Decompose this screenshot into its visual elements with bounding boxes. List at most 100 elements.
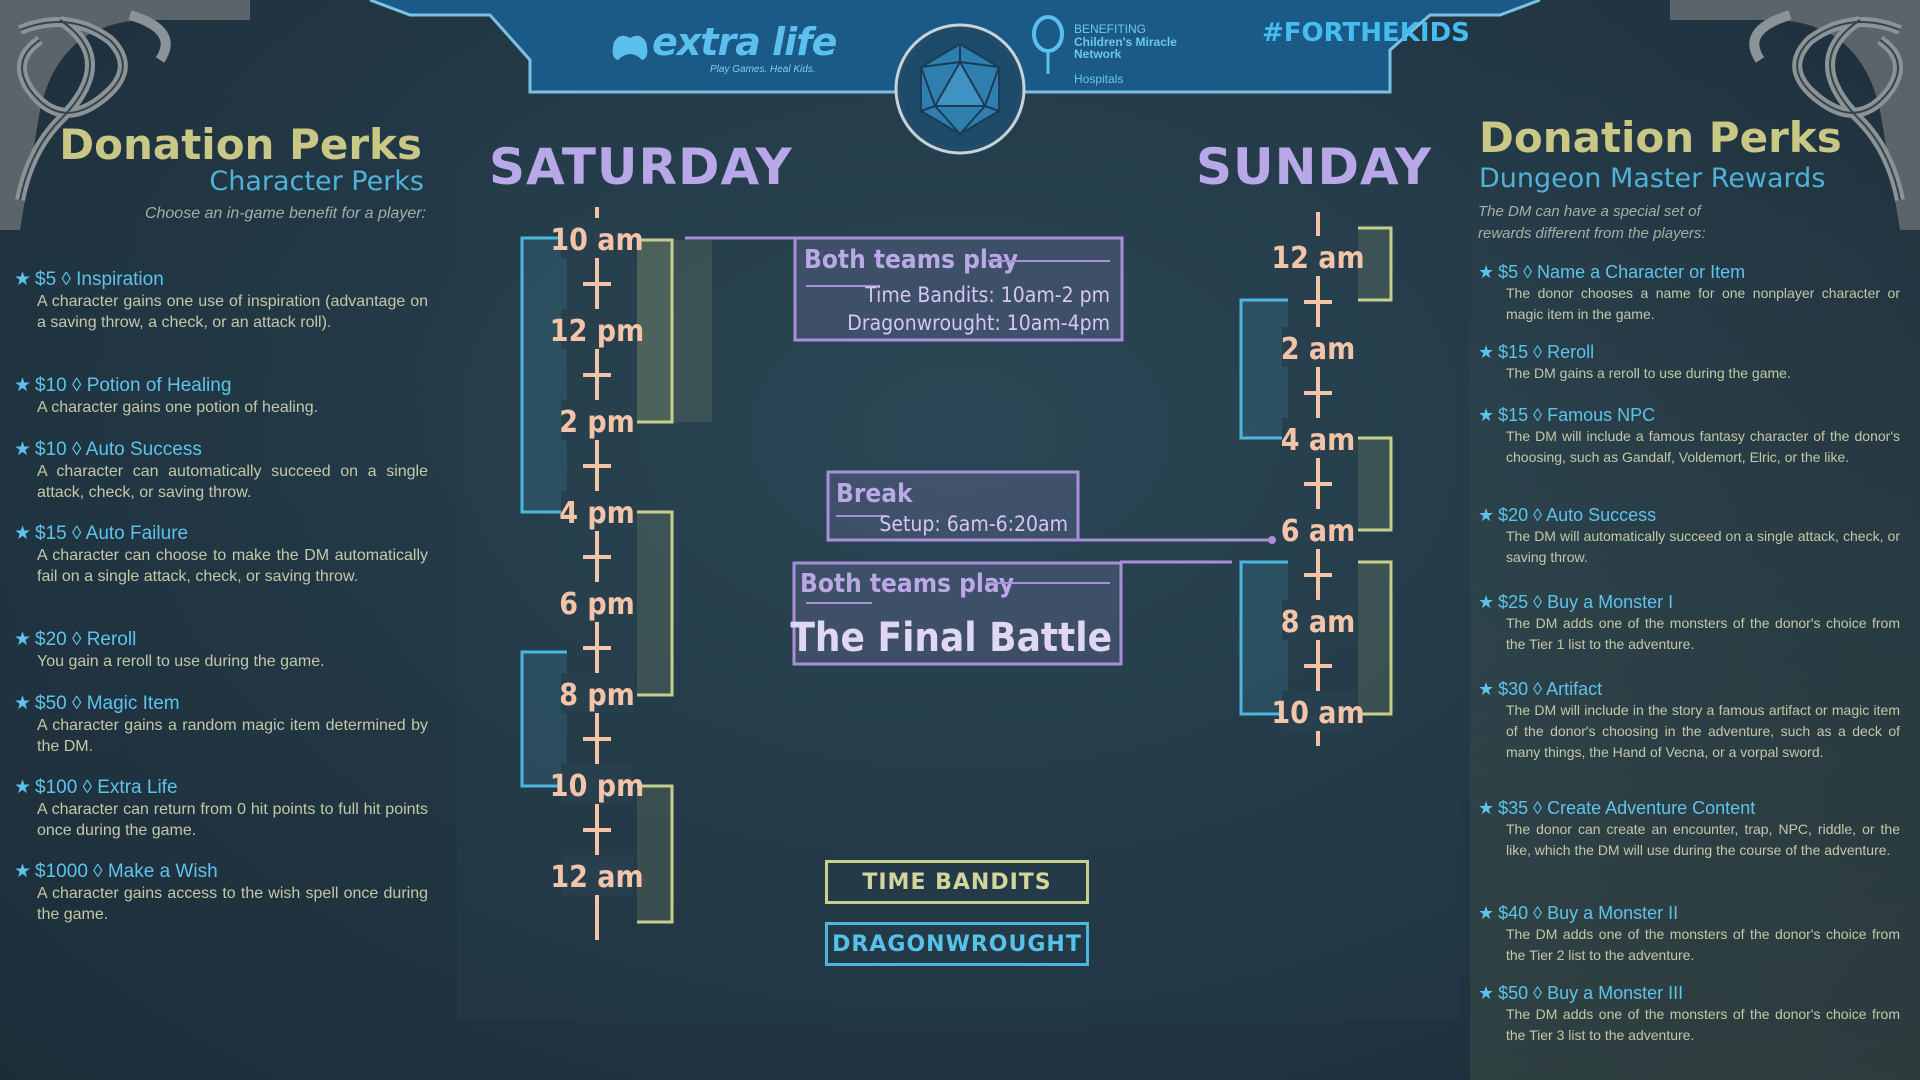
d20-icon: [894, 23, 1026, 155]
perk-title: $30 ◊ Artifact: [1498, 679, 1603, 699]
perk-title: $15 ◊ Auto Failure: [35, 523, 189, 544]
time-label-bg: [1282, 600, 1354, 640]
sunday-title: SUNDAY: [1196, 138, 1433, 196]
saturday-time-label: 6 pm: [559, 587, 635, 622]
perk-title: $5 ◊ Name a Character or Item: [1498, 262, 1746, 282]
right-panel: [1470, 60, 1920, 1080]
logo-tagline: Play Games. Heal Kids.: [710, 64, 816, 75]
star-icon: ★: [1478, 679, 1495, 699]
benefit-label: BENEFITING: [1074, 22, 1147, 36]
time-label-bg: [561, 400, 633, 440]
sunday-time-bandits-bracket: [1358, 226, 1393, 302]
star-icon: ★: [14, 269, 32, 290]
right-panel-intro: The DM can have a special set of rewards…: [1478, 203, 1706, 242]
saturday-title: SATURDAY: [489, 138, 793, 196]
hashtag: #FORTHEKIDS: [1262, 18, 1470, 48]
time-label-bg: [1282, 418, 1354, 458]
perk-heading: ★$15 ◊ Famous NPC: [1478, 405, 1900, 426]
sunday-dragonwrought-bracket: [1239, 298, 1288, 440]
box1-line2: Dragonwrought: 10am-4pm: [847, 311, 1110, 335]
perk-description: A character gains a random magic item de…: [37, 717, 428, 755]
perk-title: $50 ◊ Buy a Monster III: [1498, 983, 1684, 1003]
box3-title: Both teams play: [800, 569, 1014, 599]
time-label-bg: [561, 764, 633, 804]
dragonwrought-bracket: [520, 236, 567, 514]
left-panel-intro: Choose an in-game benefit for a player:: [144, 205, 426, 222]
star-icon: ★: [1478, 903, 1495, 923]
star-icon: ★: [1478, 342, 1495, 362]
star-icon: ★: [14, 777, 32, 798]
perk-heading: ★$30 ◊ Artifact: [1478, 679, 1900, 700]
cmn-benefit: BENEFITING Children's Miracle Network Ho…: [1030, 14, 1210, 86]
star-icon: ★: [1478, 262, 1495, 282]
perk-title: $10 ◊ Auto Success: [35, 439, 202, 460]
sunday-time-label: 4 am: [1281, 423, 1356, 458]
perk-heading: ★$100 ◊ Extra Life: [14, 776, 428, 799]
time-label-bg: [1282, 327, 1354, 367]
sunday-time-label: 10 am: [1271, 696, 1364, 731]
extra-life-logo: extra life Play Games. Heal Kids.: [610, 18, 890, 78]
balloon-icon: [1032, 15, 1064, 74]
star-icon: ★: [14, 375, 32, 396]
perk-description: The DM adds one of the monsters of the d…: [1506, 1006, 1900, 1043]
star-icon: ★: [1478, 592, 1495, 612]
perk-description: A character can automatically succeed on…: [37, 463, 428, 501]
perk-description: The DM adds one of the monsters of the d…: [1506, 615, 1900, 652]
time-label-bg: [1282, 691, 1354, 731]
box1-title: Both teams play: [804, 245, 1018, 275]
perk-description: A character gains one use of inspiration…: [37, 293, 428, 331]
time-bandits-fill: [637, 240, 712, 422]
sunday-time-bandits-bracket-3: [1358, 560, 1393, 716]
perk-description: A character gains access to the wish spe…: [37, 885, 428, 923]
celtic-knot-right: [1670, 0, 1920, 230]
perk-heading: ★$10 ◊ Auto Success: [14, 438, 428, 461]
benefit-hospitals: Hospitals: [1074, 72, 1124, 86]
perk-heading: ★$40 ◊ Buy a Monster II: [1478, 903, 1900, 924]
box1-line1: Time Bandits: 10am-2 pm: [864, 283, 1110, 307]
perk-description: The DM gains a reroll to use during the …: [1506, 365, 1791, 381]
perk-description: The DM will include a famous fantasy cha…: [1506, 428, 1900, 465]
time-bandits-bracket-2: [637, 510, 674, 697]
celtic-knot-left: [0, 0, 250, 230]
time-label-bg: [561, 673, 633, 713]
perk-description: A character can return from 0 hit points…: [37, 801, 428, 839]
perk-description: The DM adds one of the monsters of the d…: [1506, 926, 1900, 963]
star-icon: ★: [14, 861, 32, 882]
perk-title: $25 ◊ Buy a Monster I: [1498, 592, 1674, 612]
star-icon: ★: [14, 629, 32, 650]
star-icon: ★: [1478, 405, 1495, 425]
perk-title: $100 ◊ Extra Life: [35, 777, 178, 798]
time-label-bg: [561, 491, 633, 531]
sunday-time-label: 12 am: [1271, 241, 1364, 276]
perk-title: $20 ◊ Reroll: [35, 629, 137, 650]
perk-description: The DM will include in the story a famou…: [1506, 702, 1900, 760]
right-panel-subtitle: Dungeon Master Rewards: [1479, 163, 1826, 194]
break-box: [826, 470, 1080, 542]
time-label-bg: [561, 855, 633, 895]
box3-line1: The Final Battle: [790, 615, 1112, 661]
perk-title: $15 ◊ Reroll: [1498, 342, 1595, 362]
perk-title: $50 ◊ Magic Item: [35, 693, 180, 714]
perk-heading: ★$50 ◊ Buy a Monster III: [1478, 983, 1900, 1004]
perk-description: A character gains one potion of healing.: [37, 399, 319, 416]
time-label-bg: [561, 218, 633, 258]
perk-title: $15 ◊ Famous NPC: [1498, 405, 1656, 425]
time-label-bg: [561, 582, 633, 622]
logo-text: extra life: [652, 20, 837, 64]
star-icon: ★: [1478, 983, 1495, 1003]
dragonwrought-bracket-2: [520, 650, 567, 788]
sunday-time-bandits-bracket-2: [1358, 436, 1393, 532]
saturday-time-label: 10 am: [550, 223, 643, 258]
time-label-bg: [1282, 509, 1354, 549]
